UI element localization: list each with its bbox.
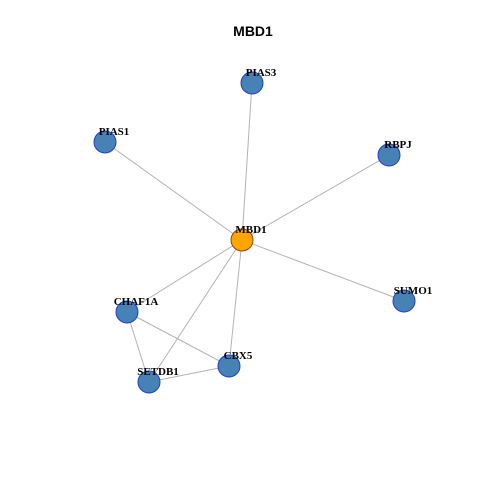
edge-mbd1-sumo1 bbox=[241, 239, 405, 302]
node-circle[interactable] bbox=[93, 130, 117, 154]
edge-mbd1-rbpj bbox=[241, 154, 390, 241]
node-chaf1a[interactable]: CHAF1A bbox=[114, 296, 159, 324]
node-pias1[interactable]: PIAS1 bbox=[93, 126, 130, 154]
node-label: MBD1 bbox=[235, 224, 266, 236]
node-cbx5[interactable]: CBX5 bbox=[217, 350, 253, 378]
edge-mbd1-chaf1a bbox=[126, 239, 243, 313]
edge-chaf1a-cbx5 bbox=[126, 311, 230, 367]
node-circle[interactable] bbox=[217, 354, 241, 378]
diagram-title: MBD1 bbox=[233, 23, 273, 39]
node-label: RBPJ bbox=[384, 139, 412, 151]
node-circle[interactable] bbox=[240, 71, 264, 95]
node-circle[interactable] bbox=[392, 289, 416, 313]
node-pias3[interactable]: PIAS3 bbox=[240, 67, 277, 95]
edge-mbd1-cbx5 bbox=[228, 239, 243, 367]
node-setdb1[interactable]: SETDB1 bbox=[137, 366, 179, 394]
node-circle[interactable] bbox=[115, 300, 139, 324]
node-label: SETDB1 bbox=[137, 366, 179, 378]
edge-mbd1-setdb1 bbox=[148, 239, 243, 383]
node-circle[interactable] bbox=[377, 143, 401, 167]
node-sumo1[interactable]: SUMO1 bbox=[392, 285, 433, 313]
node-label: PIAS1 bbox=[99, 126, 130, 138]
node-circle[interactable] bbox=[137, 370, 161, 394]
edge-mbd1-pias3 bbox=[241, 82, 253, 241]
edge-layer bbox=[104, 82, 405, 383]
node-label: CHAF1A bbox=[114, 296, 159, 308]
node-mbd1[interactable]: MBD1 bbox=[230, 224, 267, 252]
node-label: PIAS3 bbox=[246, 67, 277, 79]
node-circle[interactable] bbox=[230, 228, 254, 252]
node-label: CBX5 bbox=[224, 350, 253, 362]
edge-chaf1a-setdb1 bbox=[126, 311, 150, 383]
node-rbpj[interactable]: RBPJ bbox=[377, 139, 412, 167]
edge-setdb1-cbx5 bbox=[148, 365, 230, 383]
edge-mbd1-pias1 bbox=[104, 141, 243, 241]
node-label: SUMO1 bbox=[394, 285, 433, 297]
